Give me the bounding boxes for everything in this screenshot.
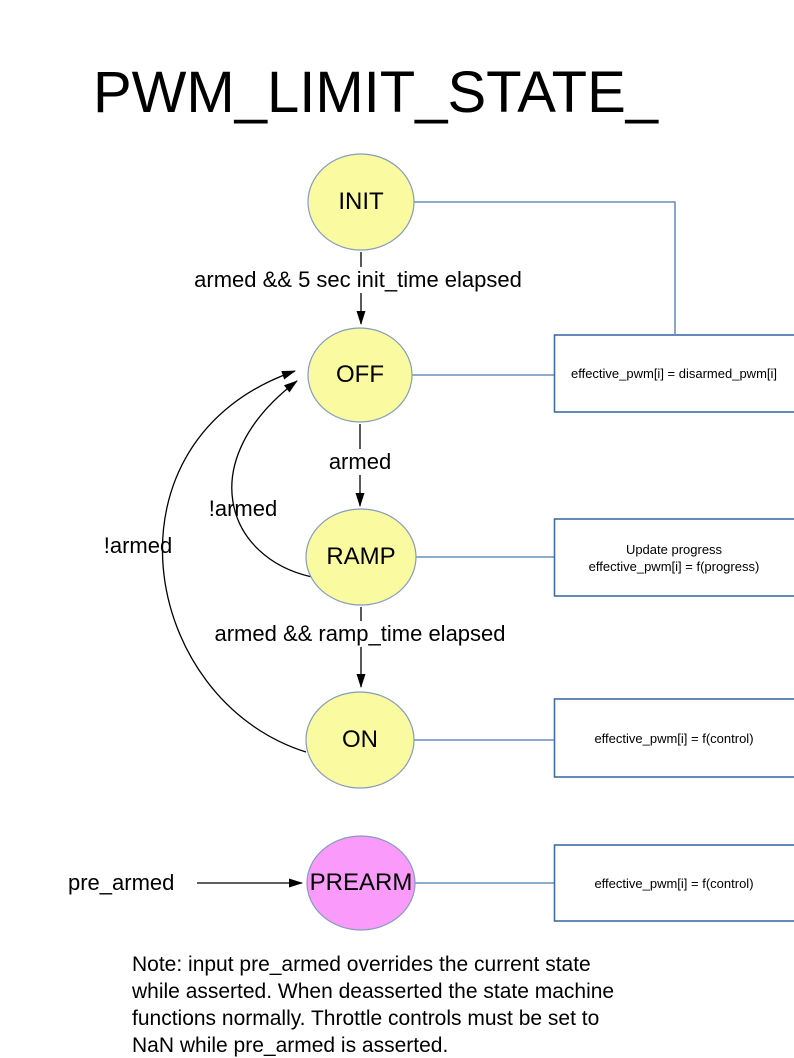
- connector-init-to-offbox: [414, 201, 676, 334]
- action-box-off-text: effective_pwm[i] = disarmed_pwm[i]: [554, 335, 794, 412]
- action-box-off: [553, 334, 794, 413]
- on-state-circle: [305, 691, 415, 789]
- ramp-state-label: RAMP: [326, 543, 396, 570]
- note-line: while asserted. When deasserted the stat…: [132, 980, 615, 1003]
- off-state-label: OFF: [336, 361, 384, 388]
- ramp-state-circle: [305, 508, 417, 606]
- action-box-ramp: [553, 518, 794, 597]
- action-box-off-line1: effective_pwm[i] = disarmed_pwm[i]: [570, 366, 778, 381]
- note-text: Note: input pre_armed overrides the curr…: [132, 951, 614, 1058]
- note-line: NaN while pre_armed is asserted.: [132, 1034, 449, 1057]
- edge-ramp-to-off-curve: [231, 380, 313, 578]
- diagram-title: PWM_LIMIT_STATE_: [93, 60, 659, 125]
- label-ramp-to-off: !armed: [208, 496, 278, 521]
- edge-on-to-off-curve: [161, 370, 307, 753]
- label-ramp-to-on: armed && ramp_time elapsed: [211, 621, 509, 647]
- prearm-state-circle: [306, 835, 416, 931]
- note-line: Note: input pre_armed overrides the curr…: [132, 953, 591, 976]
- action-box-ramp-line1: Update progress: [625, 541, 723, 557]
- action-box-on-text: effective_pwm[i] = f(control): [554, 699, 794, 777]
- label-off-to-ramp: armed: [325, 449, 395, 475]
- note-line: functions normally. Throttle controls mu…: [132, 1007, 600, 1030]
- label-on-to-off: !armed: [103, 533, 173, 558]
- init-state-circle: [307, 153, 415, 251]
- off-state-circle: [307, 327, 413, 423]
- action-box-prearm-line1: effective_pwm[i] = f(control): [594, 875, 754, 891]
- action-box-on: [553, 698, 794, 778]
- on-state-label: ON: [342, 726, 378, 753]
- label-init-to-off: armed && 5 sec init_time elapsed: [191, 267, 525, 293]
- action-box-on-line1: effective_pwm[i] = f(control): [594, 730, 754, 746]
- prearm-state-label: PREARM: [309, 869, 413, 896]
- init-state-label: INIT: [338, 188, 384, 215]
- label-pre-armed-input: pre_armed: [68, 870, 175, 895]
- action-box-prearm-text: effective_pwm[i] = f(control): [554, 845, 794, 921]
- action-box-ramp-text: Update progress effective_pwm[i] = f(pro…: [554, 519, 794, 596]
- action-box-ramp-line2: effective_pwm[i] = f(progress): [588, 558, 760, 574]
- action-box-prearm: [553, 844, 794, 922]
